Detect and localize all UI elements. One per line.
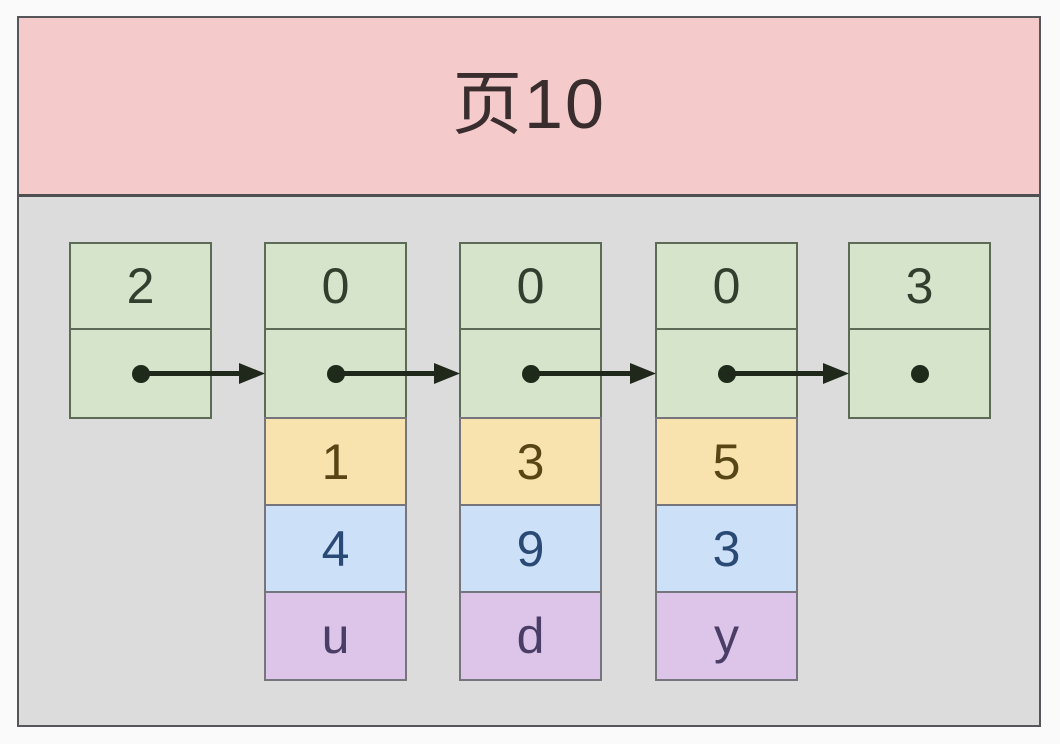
field-cell: 3 [655,504,798,593]
field-cell: 3 [459,417,602,506]
field-cell: y [655,591,798,681]
field-value: y [714,608,739,664]
pointer-dot [910,364,929,383]
field-cell: u [264,591,407,681]
record-number-cell: 2 [69,242,212,330]
field-value: 1 [321,433,350,490]
record-number: 3 [905,258,934,314]
pointer-dot [326,364,345,383]
next-pointer-cell [848,328,991,419]
record-column-2: 0 1 4 u [264,242,407,681]
field-value: u [321,608,350,664]
record-number: 0 [516,258,545,314]
record-number-cell: 0 [459,242,602,330]
page-header: 页10 [19,18,1039,197]
field-value: 9 [516,520,545,577]
field-cell: 4 [264,504,407,593]
record-number: 0 [712,258,741,314]
field-value: d [516,608,545,664]
field-value: 3 [516,433,545,490]
record-number-cell: 0 [264,242,407,330]
field-cell: d [459,591,602,681]
record-number: 2 [126,258,155,314]
field-cell: 5 [655,417,798,506]
next-pointer-cell [655,328,798,419]
record-column-5: 3 [848,242,991,419]
record-column-4: 0 5 3 y [655,242,798,681]
record-number-cell: 0 [655,242,798,330]
next-pointer-cell [459,328,602,419]
next-pointer-cell [69,328,212,419]
next-pointer-cell [264,328,407,419]
pointer-dot [131,364,150,383]
page-title: 页10 [452,65,606,143]
record-number-cell: 3 [848,242,991,330]
field-value: 3 [712,520,741,577]
field-cell: 1 [264,417,407,506]
field-cell: 9 [459,504,602,593]
field-value: 4 [321,520,350,577]
pointer-dot [521,364,540,383]
field-value: 5 [712,433,741,490]
record-number: 0 [321,258,350,314]
record-column-3: 0 3 9 d [459,242,602,681]
record-column-1: 2 [69,242,212,419]
pointer-dot [717,364,736,383]
